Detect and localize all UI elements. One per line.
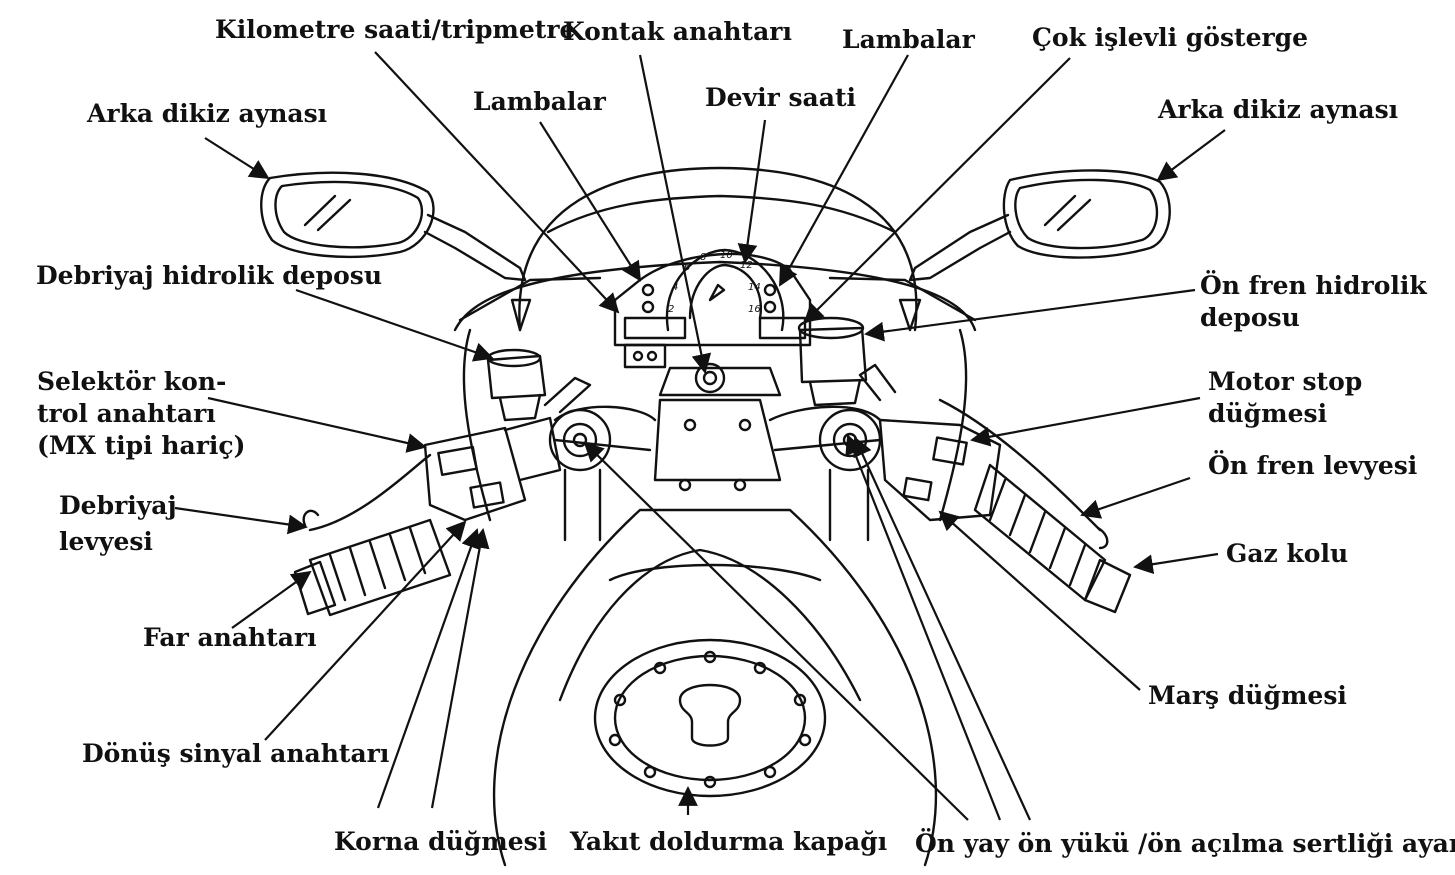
right-grip	[973, 463, 1132, 614]
label-indicator-lights-top: Lambalar	[842, 25, 975, 54]
right-mirror	[908, 169, 1171, 282]
label-multi-function-display: Çok işlevli gösterge	[1032, 23, 1309, 52]
label-indicator-lights-left: Lambalar	[473, 87, 606, 116]
clutch-reservoir	[486, 348, 547, 422]
left-grip	[293, 518, 452, 617]
gauge-tick-label: 14	[748, 282, 761, 293]
gauge-tick-label: 10	[720, 250, 733, 261]
label-starter-button: Marş düğmesi	[1148, 681, 1347, 710]
right-switch-housing	[858, 363, 1002, 522]
label-right-mirror: Arka dikiz aynası	[1158, 95, 1399, 124]
left-switch-housing	[423, 376, 592, 522]
label-selector-switch-line3: (MX tipi hariç)	[37, 431, 246, 460]
label-front-brake-reservoir-line2: deposu	[1200, 303, 1300, 332]
gauge-tick-label: 2	[668, 304, 674, 315]
left-mirror	[260, 171, 527, 282]
clutch-lever	[302, 453, 432, 532]
label-clutch-lever-line1: Debriyaj	[59, 491, 177, 520]
label-horn-button: Korna düğmesi	[334, 827, 548, 856]
label-throttle-grip: Gaz kolu	[1226, 539, 1349, 568]
brake-lever	[938, 398, 1109, 550]
label-clutch-lever-line2: levyesi	[59, 527, 153, 556]
label-front-suspension-adjuster: Ön yay ön yükü /ön açılma sertliği ayarl…	[915, 829, 1455, 858]
label-front-brake-lever: Ön fren levyesi	[1208, 451, 1418, 480]
fuel-cap	[593, 638, 827, 798]
label-fuel-fill-cap: Yakıt doldurma kapağı	[570, 827, 888, 856]
label-engine-stop-line2: düğmesi	[1208, 399, 1328, 428]
gauge-tick-label: 8	[700, 252, 706, 263]
label-clutch-reservoir: Debriyaj hidrolik deposu	[36, 261, 383, 290]
gauge-tick-label: 4	[672, 282, 678, 293]
label-engine-stop-line1: Motor stop	[1208, 367, 1363, 396]
gauge-tick-label: 6	[684, 262, 690, 273]
gauge-tick-label: 16	[748, 304, 761, 315]
label-ignition-switch: Kontak anahtarı	[563, 17, 792, 46]
fuel-tank	[492, 508, 938, 867]
instrument-cluster	[613, 248, 812, 369]
leader-lines	[174, 51, 1226, 821]
label-left-mirror: Arka dikiz aynası	[87, 99, 328, 128]
label-selector-switch-line1: Selektör kon-	[37, 367, 227, 396]
top-bridge	[553, 362, 882, 492]
fork-tops	[548, 408, 882, 542]
label-selector-switch-line2: trol anahtarı	[37, 399, 216, 428]
fairing	[453, 260, 977, 332]
label-odometer: Kilometre saati/tripmetre	[215, 15, 576, 44]
label-front-brake-reservoir-line1: Ön fren hidrolik	[1200, 271, 1427, 300]
label-tachometer: Devir saati	[705, 83, 857, 112]
label-headlight-switch: Far anahtarı	[143, 623, 317, 652]
gauge-tick-label: 12	[740, 260, 753, 271]
brake-reservoir	[797, 316, 868, 407]
windscreen	[518, 166, 918, 332]
label-turn-signal-switch: Dönüş sinyal anahtarı	[82, 739, 390, 768]
